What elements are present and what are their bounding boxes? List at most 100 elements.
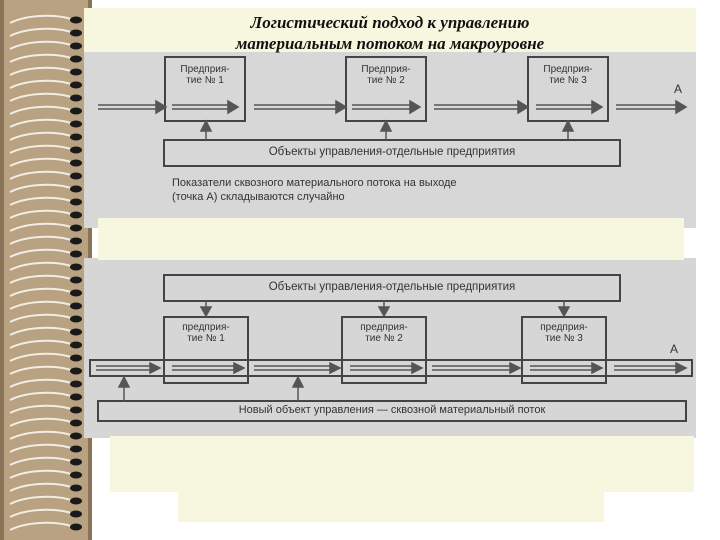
notebook-binding (0, 0, 92, 540)
top-point-a-label: А (673, 82, 682, 96)
spiral-ring (9, 443, 82, 453)
top-flow-arrow-3 (434, 99, 530, 115)
bottom-e3-line-b: тие № 3 (545, 333, 583, 344)
top-control-arrow-2 (379, 119, 393, 140)
new-object-bar-label: Новый объект управления — сквозной матер… (238, 404, 546, 416)
bottom-enterprise-label-3: предприя- тие № 3 (524, 322, 604, 344)
spiral-ring (9, 521, 82, 531)
spiral-ring (9, 27, 82, 37)
top-e3-line-a: Предприя- (543, 64, 593, 75)
spiral-ring (9, 66, 82, 76)
spiral-ring (9, 196, 82, 206)
spiral-ring (9, 274, 82, 284)
spiral-ring (9, 469, 82, 479)
spiral-ring (9, 222, 82, 232)
bottom-control-arrow-2 (377, 301, 391, 318)
top-enterprise-label-3: Предприя- тие № 3 (529, 64, 607, 86)
top-note-line-1: Показатели сквозного материального поток… (172, 177, 457, 189)
spiral-ring (9, 300, 82, 310)
spiral-ring (9, 157, 82, 167)
title-line-2: материальным потоком на макроуровне (235, 34, 545, 53)
highlight-band-middle (98, 218, 684, 260)
top-objects-bar-label: Объекты управления-отдельные предприятия (268, 146, 516, 158)
spiral-ring (9, 430, 82, 440)
top-e1-line-a: Предприя- (180, 64, 230, 75)
bottom-e1-line-a: предприя- (182, 322, 230, 333)
spiral-ring (9, 287, 82, 297)
spiral-ring (9, 183, 82, 193)
top-enterprise-label-1: Предприя- тие № 1 (166, 64, 244, 86)
spiral-ring (9, 417, 82, 427)
top-e3-line-b: тие № 3 (549, 75, 587, 86)
bottom-control-arrow-3 (557, 301, 571, 318)
top-e1-line-b: тие № 1 (186, 75, 224, 86)
bottom-flow-arrow-4 (350, 361, 424, 375)
spiral-ring (9, 339, 82, 349)
title-line-1: Логистический подход к управлению (250, 13, 530, 32)
spiral-ring (9, 118, 82, 128)
bottom-flow-arrow-2 (172, 361, 246, 375)
through-flow-channel (89, 359, 693, 377)
top-flow-arrow-in-1 (172, 99, 240, 115)
bottom-e3-line-a: предприя- (540, 322, 588, 333)
bottom-flow-arrow-1 (96, 361, 162, 375)
bottom-e2-line-b: тие № 2 (365, 333, 403, 344)
spiral-ring (9, 79, 82, 89)
bottom-objects-bar-label: Объекты управления-отдельные предприятия (268, 281, 516, 293)
bottom-flow-arrow-7 (614, 361, 688, 375)
bottom-point-a-label: А (669, 342, 678, 356)
top-enterprise-label-2: Предприя- тие № 2 (347, 64, 425, 86)
spiral-ring (9, 378, 82, 388)
bottom-enterprise-label-2: предприя- тие № 2 (344, 322, 424, 344)
spiral-ring (9, 144, 82, 154)
highlight-band-footer (178, 492, 604, 522)
spiral-ring (9, 404, 82, 414)
spiral-ring (9, 313, 82, 323)
spiral-ring (9, 235, 82, 245)
spiral-ring (9, 391, 82, 401)
bottom-e2-line-a: предприя- (360, 322, 408, 333)
spiral-ring (9, 209, 82, 219)
bottom-objects-bar (163, 274, 621, 302)
top-enterprise-box-1 (164, 56, 246, 122)
top-note-line-2: (точка А) складываются случайно (172, 191, 345, 203)
bottom-flow-arrow-6 (530, 361, 604, 375)
spiral-ring (9, 352, 82, 362)
top-flow-arrow-2 (254, 99, 348, 115)
spiral-ring (9, 495, 82, 505)
spiral-ring (9, 53, 82, 63)
scanned-diagram-bottom (84, 258, 696, 438)
top-e2-line-b: тие № 2 (367, 75, 405, 86)
spiral-ring (9, 508, 82, 518)
spiral-ring (9, 105, 82, 115)
spiral-ring (9, 170, 82, 180)
top-control-arrow-3 (561, 119, 575, 140)
bottom-flow-arrow-5 (432, 361, 522, 375)
top-flow-arrow-out (616, 99, 688, 115)
new-object-arrow-1 (117, 375, 131, 401)
top-flow-arrow-1 (98, 99, 168, 115)
bottom-control-arrow-1 (199, 301, 213, 318)
spiral-ring (9, 326, 82, 336)
spiral-ring (9, 482, 82, 492)
highlight-band-top (84, 8, 696, 52)
bottom-enterprise-label-1: предприя- тие № 1 (166, 322, 246, 344)
top-objects-bar (163, 139, 621, 167)
spiral-ring (9, 92, 82, 102)
bottom-flow-arrow-3 (254, 361, 342, 375)
spiral-ring (9, 248, 82, 258)
spiral-rings (9, 14, 82, 531)
new-object-arrow-2 (291, 375, 305, 401)
top-e2-line-a: Предприя- (361, 64, 411, 75)
top-control-arrow-1 (199, 119, 213, 140)
top-flow-arrow-in-3 (536, 99, 604, 115)
spiral-ring (9, 365, 82, 375)
spiral-ring (9, 14, 82, 24)
highlight-band-bottom (110, 436, 694, 492)
page-title: Логистический подход к управлению матери… (180, 12, 600, 54)
top-flow-arrow-in-2 (352, 99, 422, 115)
spiral-ring (9, 261, 82, 271)
new-object-bar (97, 400, 687, 422)
bottom-e1-line-b: тие № 1 (187, 333, 225, 344)
